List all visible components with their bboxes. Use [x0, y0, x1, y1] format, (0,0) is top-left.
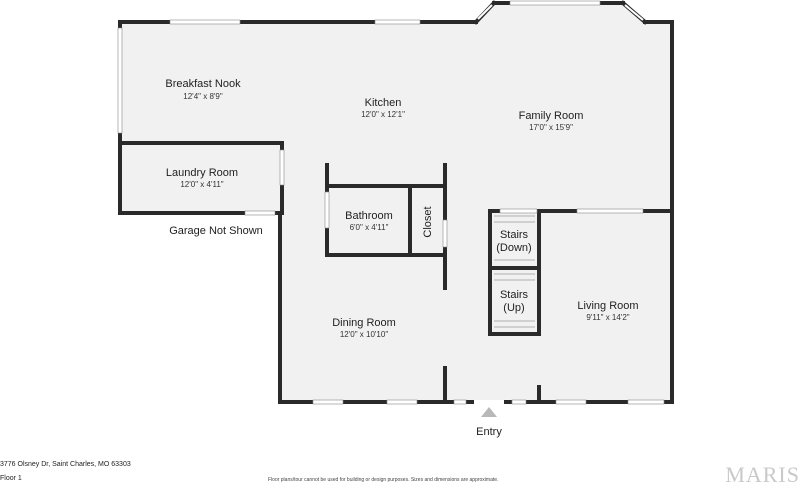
stairs-up-label-line1: Stairs: [500, 289, 529, 301]
living-room-name: Living Room: [577, 300, 638, 312]
family-room-name: Family Room: [519, 110, 584, 122]
floor-label: Floor 1: [0, 475, 22, 482]
dining-room-name: Dining Room: [332, 317, 396, 329]
windows: [117, 0, 665, 405]
stairs-down-label-line2: (Down): [496, 242, 531, 254]
laundry-room-name: Laundry Room: [166, 167, 238, 179]
entry-marker-icon: [481, 407, 497, 417]
family-room-dims: 17'0" x 15'9": [529, 123, 573, 132]
stair-treads: [494, 215, 535, 328]
interior-walls: [118, 141, 674, 404]
bathroom-name: Bathroom: [345, 210, 393, 222]
closet-label: Closet: [422, 206, 434, 237]
floor-area: [120, 3, 672, 402]
kitchen-dims: 12'0" x 12'1": [361, 110, 405, 119]
garage-note: Garage Not Shown: [169, 225, 263, 237]
stairs-up-label-line2: (Up): [503, 302, 524, 314]
living-room-dims: 9'11" x 14'2": [586, 313, 629, 322]
interior-openings: [279, 149, 644, 248]
stairs-down-label-line1: Stairs: [500, 229, 529, 241]
breakfast-nook-dims: 12'4" x 8'9": [183, 92, 223, 101]
kitchen-name: Kitchen: [365, 97, 402, 109]
disclaimer-text: Floor plans/tour cannot be used for buil…: [268, 477, 499, 483]
brand-watermark: MARIS: [725, 462, 800, 487]
bathroom-dims: 6'0" x 4'11": [350, 223, 389, 232]
breakfast-nook-name: Breakfast Nook: [165, 78, 241, 90]
laundry-room-dims: 12'0" x 4'11": [180, 180, 223, 189]
entry-label: Entry: [476, 426, 502, 438]
dining-room-dims: 12'0" x 10'10": [340, 330, 388, 339]
property-address: 3776 Olsney Dr, Saint Charles, MO 63303: [0, 461, 131, 468]
